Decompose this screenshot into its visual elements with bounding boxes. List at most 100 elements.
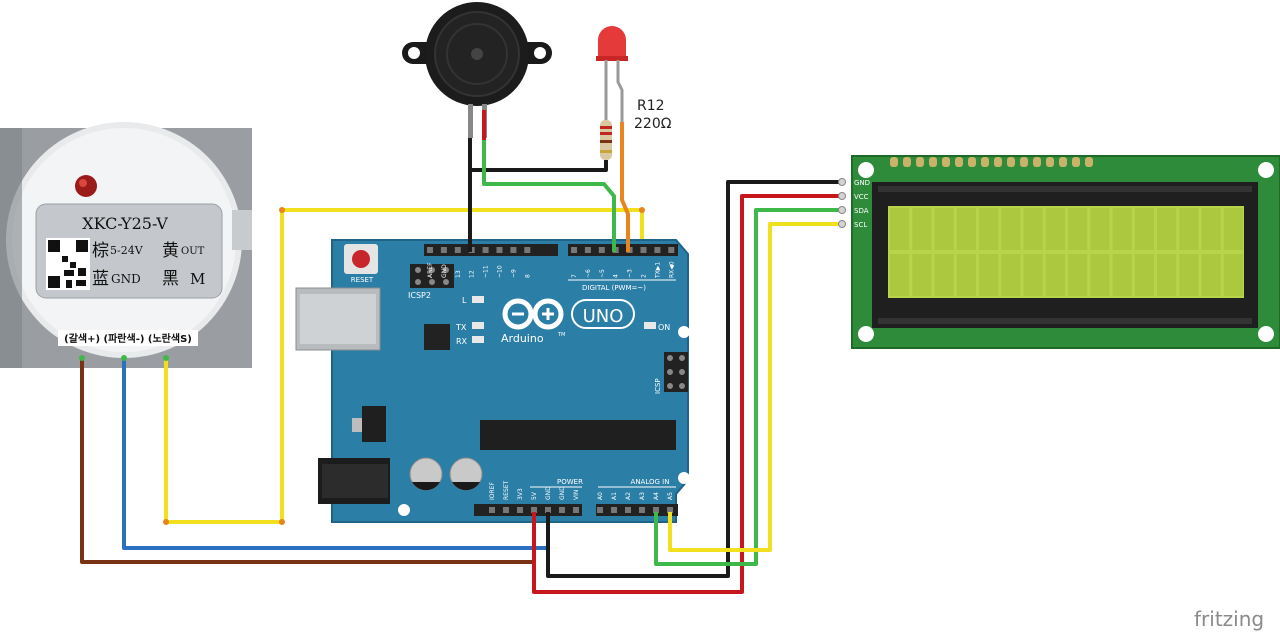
- led-rx-label: RX: [456, 337, 468, 346]
- resistor-name: R12: [637, 98, 665, 114]
- analog-pin: [667, 507, 673, 513]
- digital-pin-label: ~10: [497, 265, 504, 278]
- analog-header: [596, 504, 678, 516]
- digital-pin: [482, 247, 489, 253]
- lcd-wires: [532, 180, 840, 594]
- power-label: POWER: [557, 478, 583, 486]
- lcd-gnd-wire: [546, 180, 840, 578]
- digital-pin-label: 13: [455, 270, 462, 278]
- led-gnd-wire: [468, 160, 608, 252]
- led-on-label: ON: [658, 323, 670, 332]
- sensor-black-char: 黑: [162, 269, 179, 289]
- sensor-blue-char: 蓝: [92, 269, 109, 289]
- lcd-char-cell: [890, 208, 910, 250]
- lcd-char-cell: [1045, 254, 1065, 296]
- power-pin: [489, 507, 495, 513]
- atmega-chip: [480, 420, 676, 450]
- lcd-char-cell: [1157, 254, 1177, 296]
- power-pin-label: 5V: [531, 491, 538, 500]
- lcd-char-cell: [890, 254, 910, 296]
- power-pin: [559, 507, 565, 513]
- lcd-char-cell: [1001, 254, 1021, 296]
- digital-pin-label: ~9: [510, 269, 517, 278]
- digital-header: [424, 244, 678, 256]
- digital-pin: [510, 247, 517, 253]
- digital-pin-label: ~3: [627, 269, 634, 278]
- lcd-pin: [838, 220, 846, 228]
- digital-pin: [440, 247, 447, 253]
- lcd-header-pin: [903, 157, 911, 167]
- lcd-header-pin: [1072, 157, 1080, 167]
- uno-logo-text: UNO: [583, 306, 624, 327]
- analog-label: ANALOG IN: [631, 478, 670, 486]
- sensor-voltage: 5-24V: [110, 244, 144, 257]
- lcd-char-cell: [1045, 208, 1065, 250]
- digital-pin: [524, 247, 531, 253]
- digital-pin-label: GND: [441, 264, 448, 278]
- icsp-label: ICSP: [654, 378, 662, 394]
- resistor: [600, 120, 612, 160]
- lcd-pin-label: SCL: [854, 221, 867, 229]
- lcd-sda-wire: [654, 208, 840, 566]
- led-signal-wire: [620, 122, 630, 252]
- power-pin-label: GND: [559, 486, 566, 500]
- lcd-vcc-wire: [532, 194, 840, 594]
- digital-pin-label: ~5: [599, 269, 606, 278]
- sensor-m-label: M: [190, 270, 205, 288]
- yellow-sensor-wire: [164, 208, 644, 524]
- lcd-header-pin: [1085, 157, 1093, 167]
- analog-pin-label: A2: [625, 492, 632, 500]
- lcd-char-cell: [1201, 254, 1221, 296]
- lcd-pin: [838, 178, 846, 186]
- lcd-char-grid: [890, 208, 1243, 296]
- digital-pin-label: 4: [613, 274, 620, 278]
- resistor-value: 220Ω: [634, 116, 672, 132]
- lcd-header-pin: [929, 157, 937, 167]
- digital-pin: [584, 247, 591, 253]
- lcd-header-pin: [1033, 157, 1041, 167]
- lcd-header-pin: [968, 157, 976, 167]
- lcd-char-cell: [1112, 254, 1132, 296]
- led-l-label: L: [462, 296, 467, 305]
- lcd-header-pin: [1020, 157, 1028, 167]
- lcd-char-cell: [912, 254, 932, 296]
- lcd-pin: [838, 192, 846, 200]
- analog-pin-label: A1: [611, 492, 618, 500]
- top-wires: [468, 110, 630, 252]
- lcd-char-cell: [1112, 208, 1132, 250]
- usb-chip: [424, 324, 450, 350]
- digital-pin-label: 12: [469, 270, 476, 278]
- lcd-header-pin: [890, 157, 898, 167]
- lcd-char-cell: [1090, 254, 1110, 296]
- lcd-header-pin: [994, 157, 1002, 167]
- icsp2-header: [410, 264, 454, 288]
- analog-pin: [653, 507, 659, 513]
- sensor-out-label: OUT: [181, 246, 205, 257]
- digital-pin-label: RX◀0: [668, 261, 675, 278]
- reset-button[interactable]: [344, 244, 378, 274]
- digital-pin-label: 2: [641, 274, 648, 278]
- lcd-header-pin: [1007, 157, 1015, 167]
- lcd-pin-label: GND: [854, 179, 870, 187]
- digital-pin: [668, 247, 675, 253]
- reset-label: RESET: [351, 276, 374, 284]
- analog-pin: [611, 507, 617, 513]
- digital-pin: [571, 247, 577, 253]
- trademark: TM: [557, 332, 565, 338]
- power-pin-label: RESET: [503, 480, 510, 500]
- liquid-level-sensor: XKC-Y25-V 棕 5-24V 黄 OUT 蓝 GND 黑 M (갈색+) …: [0, 122, 252, 368]
- lcd-header-pin: [1046, 157, 1054, 167]
- digital-pin-label: 7: [571, 274, 578, 278]
- lcd-char-cell: [1134, 208, 1154, 250]
- digital-label: DIGITAL (PWM=~): [582, 284, 646, 292]
- digital-pin: [598, 247, 605, 253]
- digital-pin-label: 8: [524, 274, 531, 278]
- capacitors: [409, 457, 483, 491]
- digital-pin-label: AREF: [427, 262, 434, 278]
- lcd-pin-label: SDA: [854, 207, 869, 215]
- lcd-char-cell: [979, 254, 999, 296]
